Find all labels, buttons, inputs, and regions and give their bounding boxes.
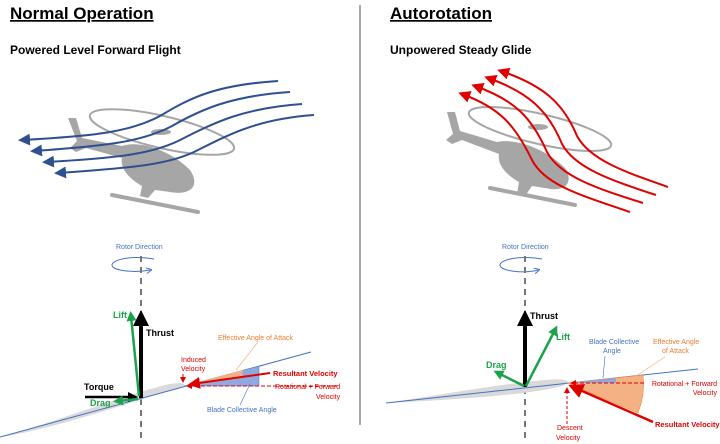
left-drag-label: Drag xyxy=(90,398,111,408)
right-effective-aoa-label-1: Effective Angle xyxy=(653,339,699,346)
autorotation-panel: Autorotation Unpowered Steady Glide Roto… xyxy=(385,4,720,442)
right-aoa-leader xyxy=(635,356,666,377)
normal-operation-panel: Normal Operation Powered Level Forward F… xyxy=(0,4,341,440)
left-torque-label: Torque xyxy=(84,382,114,392)
left-induced-velocity-label-1: Induced xyxy=(181,357,206,364)
right-collective-leader xyxy=(602,355,606,379)
left-drag-arrow xyxy=(113,395,139,406)
left-collective-leader xyxy=(239,383,251,406)
right-drag-label: Drag xyxy=(486,360,507,370)
left-rotor-direction-label: Rotor Direction xyxy=(116,244,163,251)
right-blade-collective-label-2: Angle xyxy=(603,348,621,355)
helicopter-gliding xyxy=(446,106,613,207)
left-lift-arrow xyxy=(126,311,141,397)
right-descent-velocity-label-2: Velocity xyxy=(556,435,581,442)
airflow-lines-gliding xyxy=(458,67,669,213)
airflow-lines-powered xyxy=(18,80,315,179)
right-subtitle: Unpowered Steady Glide xyxy=(390,43,532,57)
right-rotor-direction-label: Rotor Direction xyxy=(502,244,549,251)
right-effective-aoa-label-2: of Attack xyxy=(662,348,689,355)
left-blade-collective-label: Blade Collective Angle xyxy=(207,407,277,414)
left-subtitle: Powered Level Forward Flight xyxy=(10,43,181,57)
right-resultant-velocity-label: Resultant Velocity xyxy=(655,420,720,429)
left-resultant-velocity-arrow xyxy=(188,372,271,389)
left-lift-label: Lift xyxy=(113,310,127,320)
helicopter-powered xyxy=(68,108,236,214)
right-chord-line xyxy=(385,368,699,404)
right-airfoil xyxy=(386,379,568,403)
right-rotational-forward-label-1: Rotational + Forward xyxy=(652,381,717,388)
right-drag-arrow xyxy=(493,370,525,388)
right-blade-collective-wedge xyxy=(567,378,616,383)
left-title: Normal Operation xyxy=(10,4,154,23)
right-title: Autorotation xyxy=(390,4,492,23)
right-resultant-velocity-arrow xyxy=(568,384,654,424)
left-induced-velocity-label-2: Velocity xyxy=(181,366,206,373)
right-lift-arrow xyxy=(524,325,558,387)
right-thrust-label: Thrust xyxy=(530,311,558,321)
right-rotational-forward-label-2: Velocity xyxy=(693,390,718,397)
rotation-arrow-icon xyxy=(499,257,543,272)
right-blade-collective-label-1: Blade Collective xyxy=(589,339,639,346)
left-thrust-label: Thrust xyxy=(146,328,174,338)
left-rotational-forward-label-1: Rotational + Forward xyxy=(275,384,340,391)
rotation-arrow-icon xyxy=(111,257,155,272)
left-effective-aoa-label: Effective Angle of Attack xyxy=(218,335,293,342)
left-aoa-leader xyxy=(235,341,259,371)
right-lift-label: Lift xyxy=(556,332,570,342)
right-descent-velocity-label-1: Descent xyxy=(557,425,583,432)
right-effective-aoa-wedge xyxy=(566,374,644,414)
left-rotational-forward-label-2: Velocity xyxy=(316,394,341,401)
left-chord-line xyxy=(0,351,312,438)
left-resultant-velocity-label: Resultant Velocity xyxy=(273,369,338,378)
